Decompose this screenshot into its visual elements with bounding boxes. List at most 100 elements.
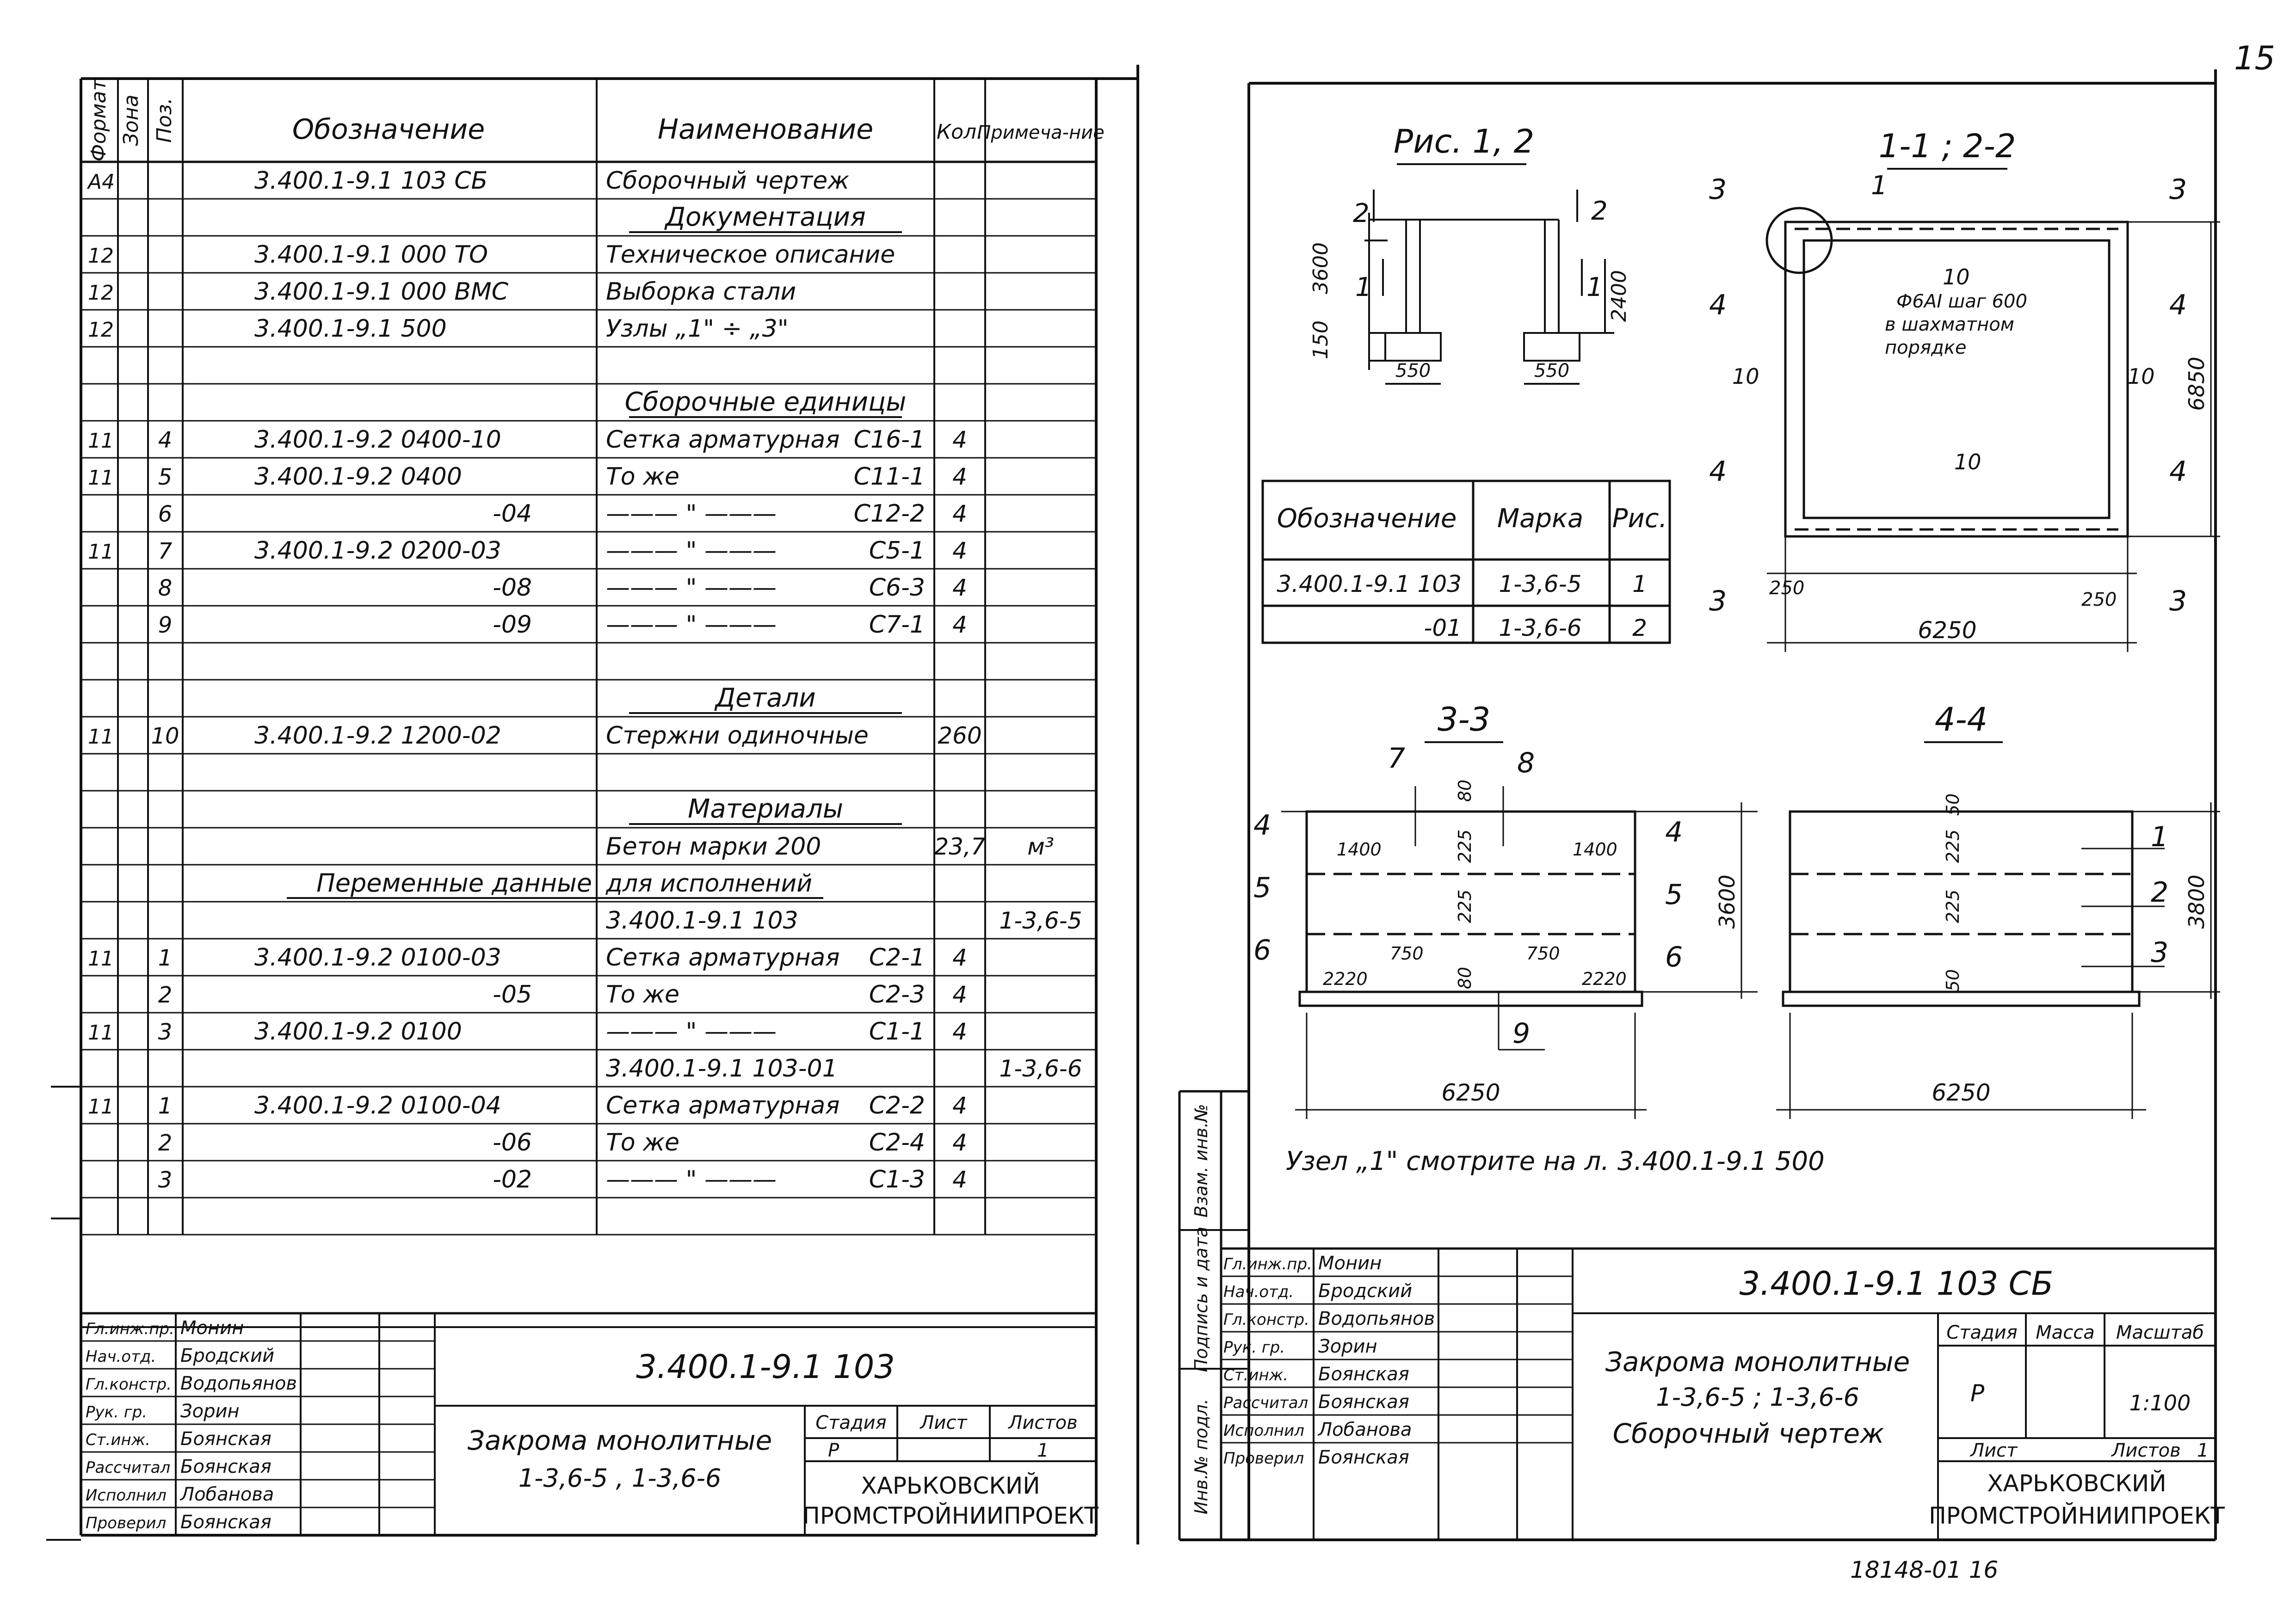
cell-mark: С7-1 [869, 611, 925, 639]
dim-250-left: 250 [1769, 578, 1804, 599]
marks-row2-mark: 1-3,6-6 [1499, 615, 1581, 641]
sec33-mark-5-l: 5 [1253, 872, 1271, 904]
cell-mark: С1-1 [869, 1018, 925, 1046]
dim-80-bottom: 80 [1455, 967, 1475, 989]
stamp-code: 3.400.1-9.1 103 [636, 1348, 895, 1386]
sec44-mark-3: 3 [2151, 936, 2168, 969]
sec11-mark-1: 1 [1871, 171, 1888, 201]
stamp-scale-h: Масштаб [2116, 1322, 2204, 1343]
table-row: Сборочные единицы [625, 387, 906, 418]
cell-format: 11 [88, 466, 114, 490]
cell-format: 11 [88, 1021, 114, 1045]
dim-550-right: 550 [1534, 360, 1569, 381]
marks-table [1261, 480, 1671, 644]
cell-designation: -05 [493, 981, 532, 1009]
left-title-block: Гл.инж.пр.МонинНач.отд.БродскийГл.констр… [86, 1317, 1099, 1533]
sec11-mark-10-left: 10 [1732, 364, 1759, 389]
marks-header-fig: Рис. [1612, 504, 1667, 534]
cell-section: Документация [664, 202, 865, 232]
stamp-code: 3.400.1-9.1 103 СБ [1740, 1265, 2054, 1303]
sec33-mark-4-r: 4 [1665, 816, 1683, 849]
cell-name: Сетка арматурная [606, 944, 840, 972]
cell-name: 3.400.1-9.1 103-01 [606, 1055, 838, 1083]
header-note: Примеча-ние [977, 122, 1105, 143]
stamp-name: Бродский [180, 1345, 274, 1366]
dim-3800: 3800 [2184, 874, 2209, 929]
stamp-role: Исполнил [1223, 1421, 1304, 1440]
cell-pos: 1 [158, 945, 173, 971]
cell-name: Выборка стали [606, 278, 796, 306]
dim-225-a: 225 [1455, 830, 1475, 863]
dim-50-bottom: 50 [1943, 969, 1963, 991]
cell-pos: 2 [158, 982, 173, 1008]
marks-header-designation: Обозначение [1277, 504, 1457, 534]
sec-mark-3-bl: 3 [1709, 585, 1727, 617]
stamp-org1: ХАРЬКОВСКИЙ [1987, 1470, 2166, 1497]
section-1-1-plan [1765, 207, 2220, 652]
sec11-mark-10-right: 10 [2128, 364, 2155, 389]
stamp-name: Боянская [180, 1456, 272, 1477]
stamp-role: Проверил [86, 1514, 166, 1532]
stamp-name: Водопьянов [1318, 1308, 1435, 1329]
stamp-role: Нач.отд. [86, 1347, 156, 1366]
stamp-role: Гл.инж.пр. [86, 1320, 174, 1338]
sec-mark-4-r2: 4 [2169, 455, 2187, 488]
cell-format: 12 [88, 318, 114, 342]
cell-format: 11 [88, 429, 114, 453]
stamp-title-l1: Закрома монолитные [468, 1425, 772, 1456]
figure-1-2 [1364, 190, 1614, 385]
sec33-mark-8: 8 [1517, 747, 1535, 779]
stamp-title-l2: 1-3,6-5 , 1-3,6-6 [518, 1464, 722, 1493]
cell-name: Техническое описание [606, 241, 895, 269]
node-note: Узел „1" смотрите на л. 3.400.1-9.1 500 [1286, 1146, 1825, 1176]
cell-designation: -06 [493, 1129, 532, 1156]
marks-header-mark: Марка [1497, 504, 1583, 534]
stamp-name: Боянская [180, 1428, 272, 1450]
cell-name: Сборочный чертеж [606, 167, 849, 195]
dim-6250-s33: 6250 [1441, 1079, 1500, 1106]
stamp-stage-h: Стадия [815, 1412, 886, 1433]
stamp-name: Боянская [1318, 1364, 1409, 1385]
right-title-block: Гл.инж.пр.МонинНач.отд.БродскийГл.констр… [1223, 1253, 2225, 1529]
dim-3600-s33: 3600 [1715, 874, 1740, 929]
cell-format: 12 [88, 244, 114, 268]
marks-row1-designation: 3.400.1-9.1 103 [1277, 571, 1462, 597]
fig12-title: Рис. 1, 2 [1394, 123, 1534, 160]
marks-row1-fig: 1 [1632, 571, 1647, 597]
cell-pos: 6 [158, 501, 173, 527]
dim-250-right: 250 [2081, 589, 2117, 610]
dim-2400: 2400 [1607, 270, 1631, 322]
cell-mark: С2-4 [869, 1129, 925, 1156]
dim-2220-l: 2220 [1323, 969, 1368, 989]
cell-note: м³ [1027, 833, 1054, 860]
dim-6250-plan: 6250 [1918, 617, 1976, 644]
stamp-org2: ПРОМСТРОЙНИИПРОЕКТ [802, 1502, 1099, 1529]
fig-mark-1-right: 1 [1586, 272, 1603, 302]
cell-designation: -04 [493, 500, 532, 528]
dim-80-top: 80 [1455, 780, 1475, 802]
stamp-role: Гл.инж.пр. [1223, 1255, 1312, 1273]
cell-qty: 4 [952, 1166, 967, 1193]
cell-mark: С5-1 [869, 537, 925, 565]
stamp-name: Лобанова [1317, 1419, 1412, 1440]
stamp-stage: Р [1970, 1380, 1985, 1407]
cell-pos: 10 [151, 723, 179, 749]
stamp-title-l2: 1-3,6-5 ; 1-3,6-6 [1656, 1383, 1859, 1412]
stamp-scale: 1:100 [2129, 1390, 2191, 1415]
cell-name: ——— " ——— [606, 574, 777, 602]
sec-mark-3-tl: 3 [1709, 173, 1727, 206]
cell-designation: Переменные данные [316, 868, 592, 898]
cell-name: ——— " ——— [606, 1018, 777, 1046]
sec-mark-4-l1: 4 [1709, 289, 1727, 321]
cell-qty: 4 [952, 463, 967, 490]
